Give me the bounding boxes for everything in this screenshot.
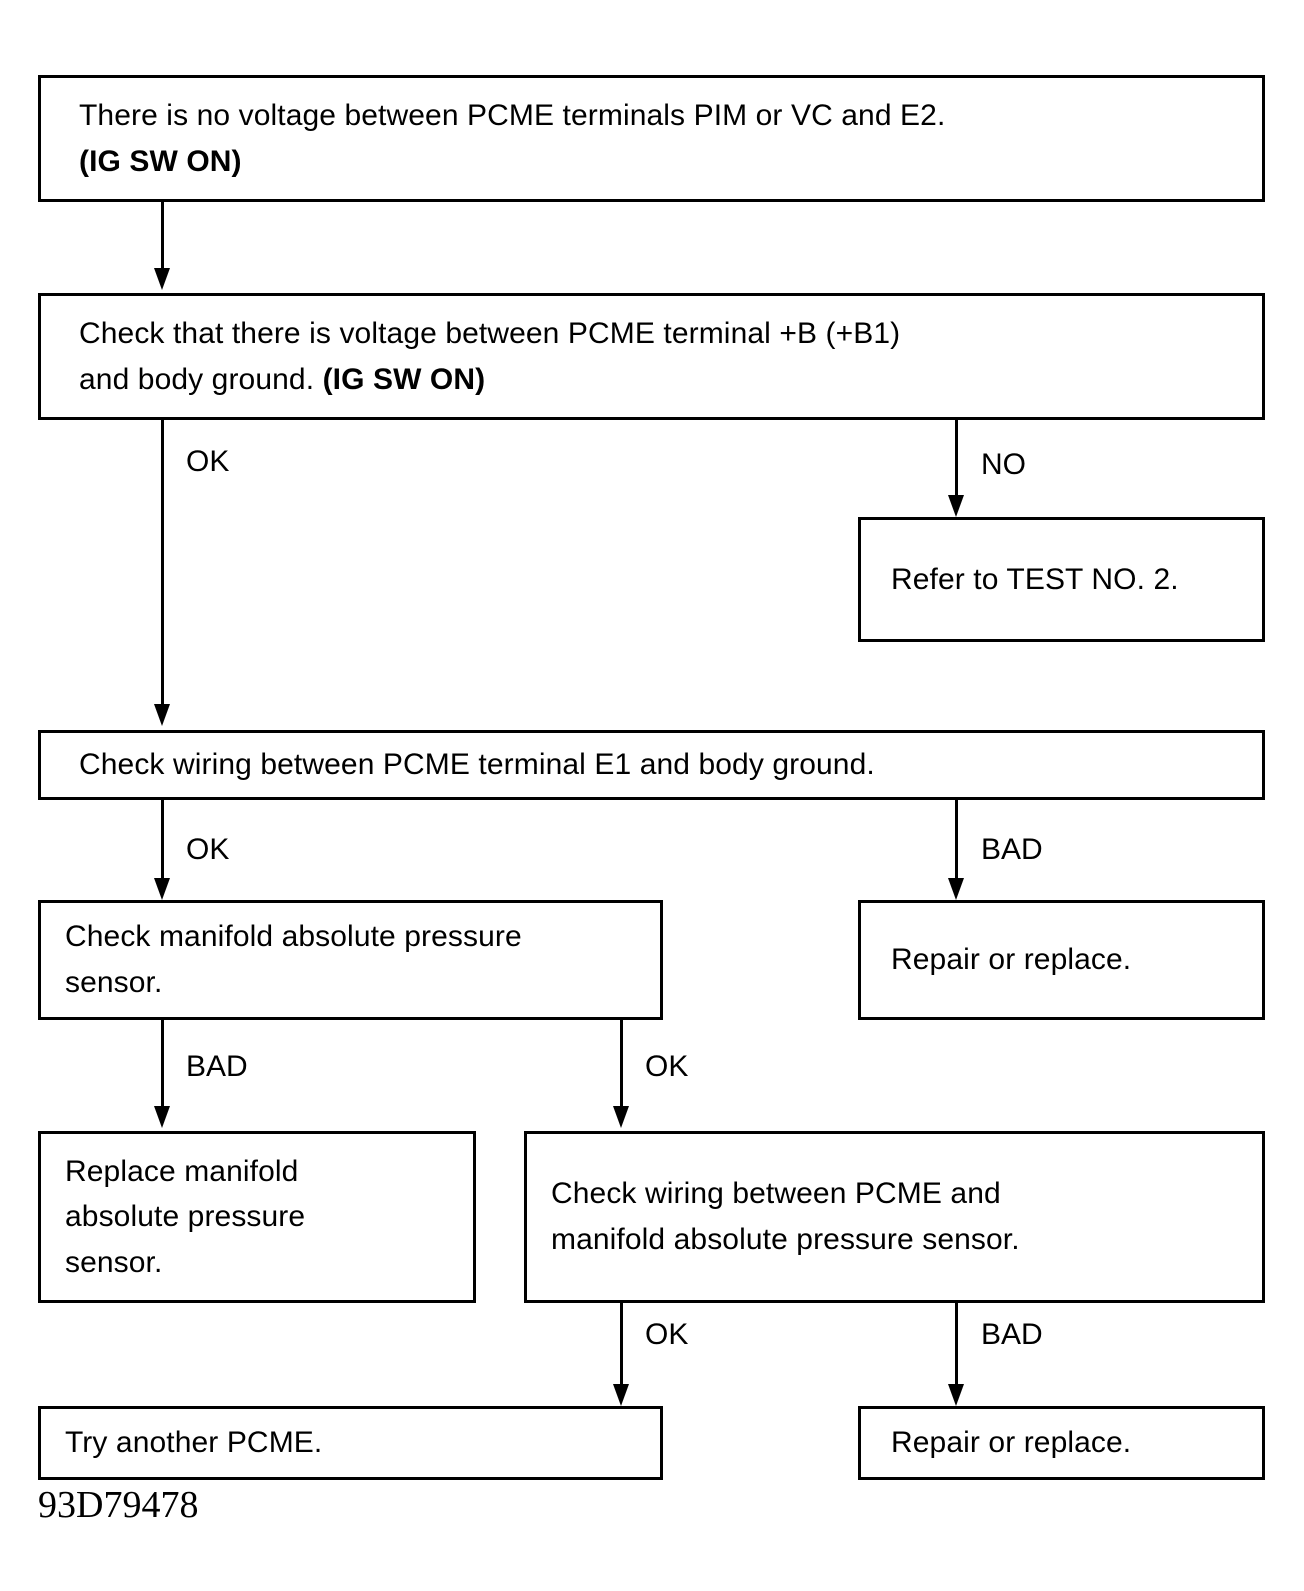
connector-map-sensor-ok — [620, 1020, 623, 1110]
node-check-pcme-map-wiring-line-1: Check wiring between PCME and — [551, 1177, 1001, 1211]
connector-pcme-map-wiring-ok — [620, 1303, 623, 1388]
arrowhead-e1-bad — [948, 878, 964, 900]
branch-label-check-b-no: NO — [981, 448, 1026, 481]
node-check-e1-wiring-line-1: Check wiring between PCME terminal E1 an… — [79, 748, 875, 782]
arrowhead-check-b-ok — [154, 704, 170, 726]
node-replace-map-sensor: Replace manifold absolute pressure senso… — [38, 1131, 476, 1303]
arrowhead-symptom-to-check-b — [154, 268, 170, 290]
connector-check-b-ok — [161, 420, 164, 708]
branch-label-map-sensor-bad: BAD — [186, 1050, 248, 1083]
arrowhead-map-sensor-bad — [154, 1106, 170, 1128]
node-check-map-sensor: Check manifold absolute pressure sensor. — [38, 900, 663, 1020]
connector-check-b-no — [955, 420, 958, 499]
arrowhead-map-sensor-ok — [613, 1106, 629, 1128]
node-check-e1-wiring: Check wiring between PCME terminal E1 an… — [38, 730, 1265, 800]
node-repair-or-replace-2-line-1: Repair or replace. — [891, 1426, 1132, 1460]
branch-label-check-b-ok: OK — [186, 445, 230, 478]
connector-e1-ok — [161, 800, 164, 882]
node-symptom: There is no voltage between PCME termina… — [38, 75, 1265, 202]
connector-pcme-map-wiring-bad — [955, 1303, 958, 1388]
node-check-map-sensor-line-2: sensor. — [65, 966, 163, 999]
node-repair-or-replace-1: Repair or replace. — [858, 900, 1265, 1020]
branch-label-pcme-map-wiring-bad: BAD — [981, 1318, 1043, 1351]
figure-caption: 93D79478 — [38, 1484, 199, 1526]
node-check-b-voltage: Check that there is voltage between PCME… — [38, 293, 1265, 420]
connector-map-sensor-bad — [161, 1020, 164, 1110]
arrowhead-pcme-map-wiring-ok — [613, 1384, 629, 1406]
node-check-map-sensor-line-1: Check manifold absolute pressure — [65, 920, 522, 954]
node-check-pcme-map-wiring: Check wiring between PCME and manifold a… — [524, 1131, 1265, 1303]
node-repair-or-replace-2: Repair or replace. — [858, 1406, 1265, 1480]
node-try-another-pcme-line-1: Try another PCME. — [65, 1426, 323, 1460]
node-symptom-line-1: There is no voltage between PCME termina… — [79, 98, 946, 132]
arrowhead-check-b-no — [948, 495, 964, 517]
node-check-b-voltage-line-1: Check that there is voltage between PCME… — [79, 316, 901, 350]
arrowhead-e1-ok — [154, 878, 170, 900]
node-replace-map-sensor-line-3: sensor. — [65, 1245, 163, 1279]
node-check-pcme-map-wiring-line-2: manifold absolute pressure sensor. — [551, 1223, 1020, 1256]
node-refer-test-2: Refer to TEST NO. 2. — [858, 517, 1265, 642]
node-refer-test-2-line-1: Refer to TEST NO. 2. — [891, 562, 1179, 596]
arrowhead-pcme-map-wiring-bad — [948, 1384, 964, 1406]
connector-symptom-to-check-b — [161, 202, 164, 272]
node-symptom-line-2: (IG SW ON) — [79, 144, 242, 178]
node-try-another-pcme: Try another PCME. — [38, 1406, 663, 1480]
branch-label-map-sensor-ok: OK — [645, 1050, 689, 1083]
branch-label-e1-ok: OK — [186, 833, 230, 866]
node-replace-map-sensor-line-2: absolute pressure — [65, 1200, 306, 1234]
node-check-b-voltage-line-2: and body ground. (IG SW ON) — [79, 362, 486, 396]
node-replace-map-sensor-line-1: Replace manifold — [65, 1154, 299, 1188]
branch-label-pcme-map-wiring-ok: OK — [645, 1318, 689, 1351]
node-repair-or-replace-1-line-1: Repair or replace. — [891, 943, 1132, 977]
branch-label-e1-bad: BAD — [981, 833, 1043, 866]
connector-e1-bad — [955, 800, 958, 882]
